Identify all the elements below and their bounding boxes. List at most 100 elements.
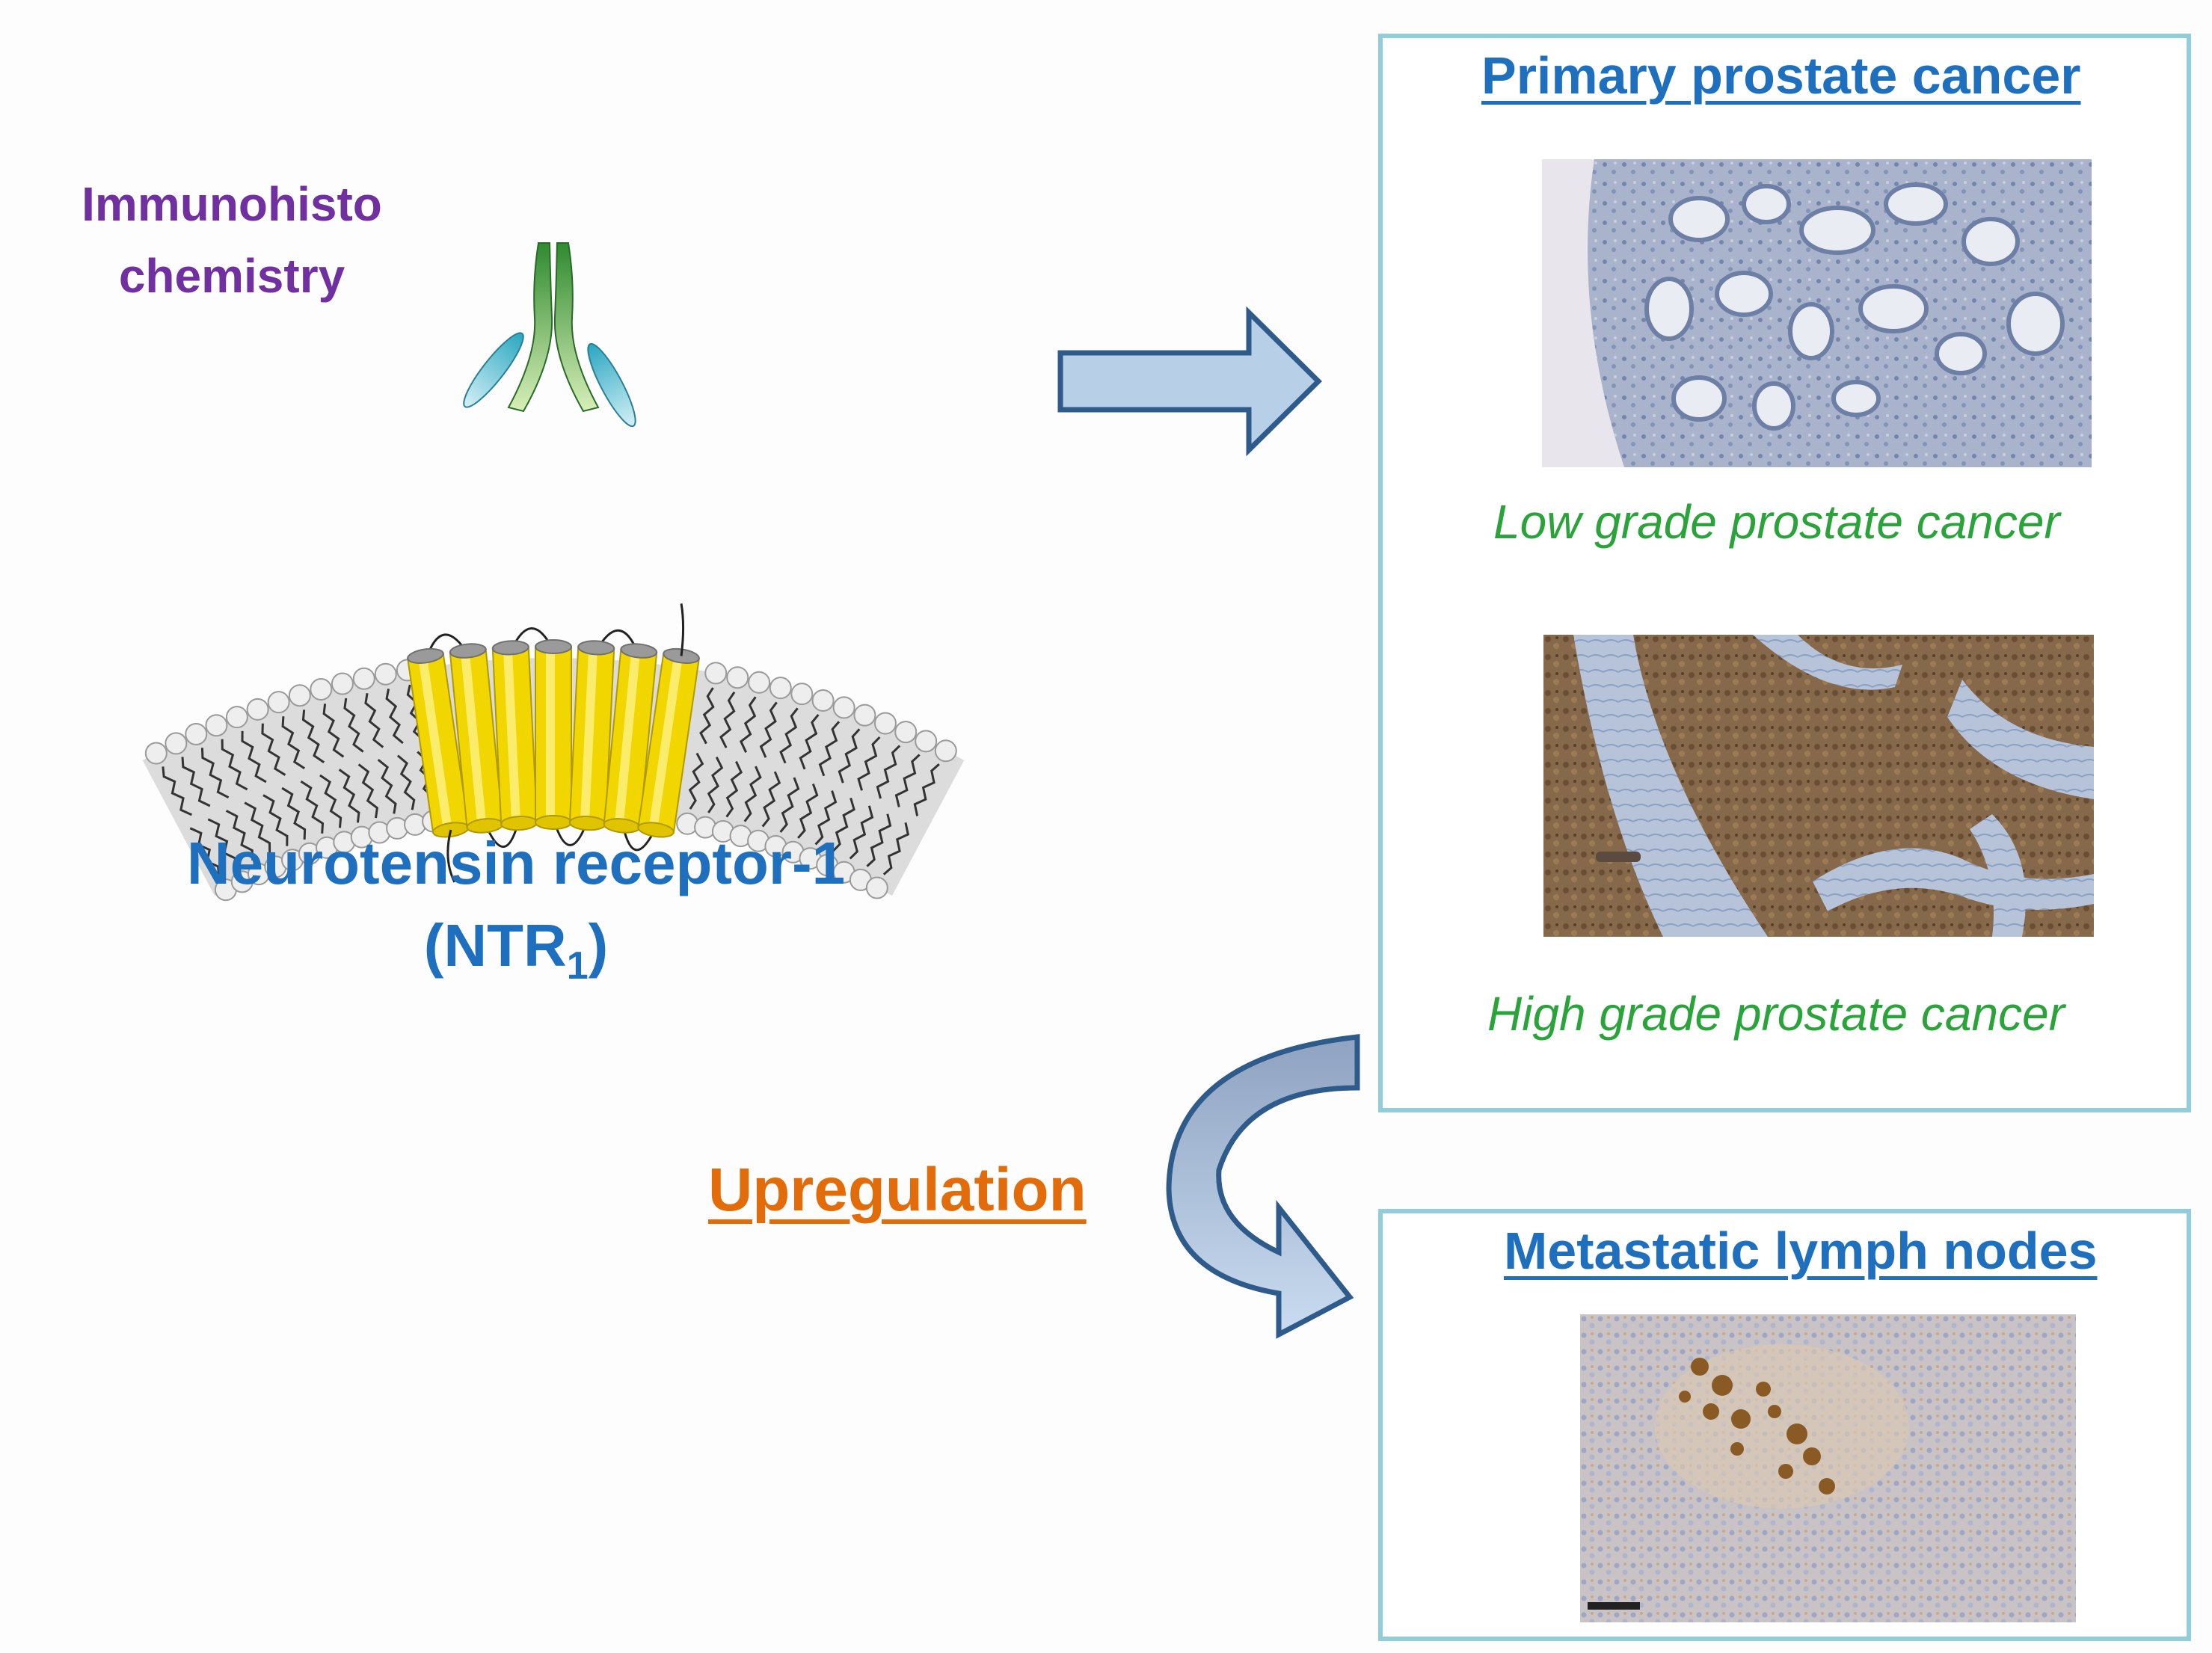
lipid-tail xyxy=(743,766,762,822)
lipid-tail xyxy=(377,759,397,814)
antibody-icon xyxy=(463,242,636,428)
lipid-head xyxy=(853,704,876,727)
low-grade-caption: Low grade prostate cancer xyxy=(1493,495,2060,549)
curved-arrow-icon xyxy=(1166,1034,1360,1339)
lipid-tail xyxy=(322,704,345,758)
lipid-head xyxy=(246,698,269,721)
lipid-tail xyxy=(343,698,364,753)
right-arrow-icon xyxy=(1057,306,1322,457)
lipid-tail xyxy=(225,810,254,861)
lipid-tail xyxy=(189,827,221,877)
lipid-tail xyxy=(913,763,940,816)
lipid-head xyxy=(288,684,311,707)
lipid-tail xyxy=(866,813,892,867)
lipid-tail xyxy=(319,774,342,828)
lipid-tail xyxy=(779,777,800,833)
transmembrane-helix xyxy=(491,640,538,831)
lipid-tail xyxy=(357,763,378,819)
lipid-tail xyxy=(818,721,841,777)
lipid-tail xyxy=(162,766,193,816)
lipid-tail xyxy=(241,730,267,784)
ihc-label-line2: chemistry xyxy=(118,249,345,303)
upregulation-label: Upregulation xyxy=(708,1156,1087,1224)
lipid-tail xyxy=(200,748,230,798)
lipid-tail xyxy=(699,687,715,745)
lipid-tail xyxy=(281,716,306,770)
lipid-tail xyxy=(719,691,736,748)
lipid-tail xyxy=(876,745,901,799)
lipid-tail xyxy=(799,714,820,770)
lipid-tail xyxy=(300,780,325,834)
lipid-head xyxy=(748,671,771,694)
lipid-head xyxy=(185,722,208,745)
receptor-name: Neurotensin receptor-1 xyxy=(186,830,846,896)
lipid-head xyxy=(374,662,397,686)
lipid-head xyxy=(704,662,728,685)
transmembrane-helix xyxy=(449,643,504,834)
lipid-head xyxy=(894,721,918,744)
lipid-tail xyxy=(838,728,861,784)
high-grade-caption: High grade prostate cancer xyxy=(1487,987,2065,1041)
transmembrane-helix xyxy=(637,647,700,838)
lipid-head xyxy=(205,714,228,737)
lipid-head xyxy=(726,666,749,689)
lipid-tail xyxy=(207,818,237,869)
lipid-tail xyxy=(849,805,874,860)
lipid-head xyxy=(144,742,168,765)
lipid-tail xyxy=(406,684,424,741)
lipid-tail xyxy=(364,693,384,748)
lipid-tail xyxy=(779,707,799,764)
metastatic-panel-title: Metastatic lymph nodes xyxy=(1504,1222,2098,1280)
receptor-abbreviation: (NTR1) xyxy=(423,912,609,988)
lipid-tail xyxy=(814,790,838,846)
lipid-tail xyxy=(281,787,307,840)
transmembrane-helix xyxy=(407,647,470,838)
ihc-label-line1: Immunohisto xyxy=(82,177,382,231)
lipid-head xyxy=(811,689,835,712)
receptor-terminus xyxy=(446,829,456,883)
lipid-tail xyxy=(181,757,211,807)
lipid-tail xyxy=(301,709,325,763)
lipid-head xyxy=(352,667,375,690)
lipid-tail xyxy=(262,794,289,846)
lipid-tail xyxy=(244,801,271,853)
high-grade-micrograph xyxy=(1543,635,2094,937)
ihc-label: Immunohisto chemistry xyxy=(45,168,419,312)
lipid-tail xyxy=(688,752,704,810)
lipid-tail xyxy=(857,736,881,791)
lipid-head xyxy=(267,691,290,714)
lipid-tail xyxy=(739,696,757,753)
receptor-name-block: Neurotensin receptor-1 (NTR1) xyxy=(105,822,927,1007)
primary-panel-title: Primary prostate cancer xyxy=(1481,46,2081,105)
transmembrane-helix xyxy=(568,640,615,831)
lipid-tail xyxy=(761,771,781,828)
lipid-head xyxy=(225,706,248,729)
transmembrane-helix xyxy=(535,639,572,830)
lipid-tail xyxy=(707,757,724,813)
lipid-head xyxy=(934,739,957,763)
lymph-node-micrograph xyxy=(1580,1314,2076,1622)
lipid-head xyxy=(310,678,333,701)
lipid-head xyxy=(915,730,938,753)
lipid-tail xyxy=(882,822,910,875)
lipid-tail xyxy=(385,689,404,745)
lipid-head xyxy=(865,876,888,899)
lipid-head xyxy=(832,696,855,719)
lipid-tail xyxy=(221,739,248,791)
lipid-head xyxy=(165,732,188,755)
lipid-tail xyxy=(894,754,921,807)
receptor-terminus xyxy=(680,603,685,656)
lipid-tail xyxy=(261,723,286,776)
lipid-head xyxy=(769,677,792,700)
lipid-tail xyxy=(396,754,416,810)
lipid-tail xyxy=(759,701,778,758)
metastatic-lymph-nodes-panel: Metastatic lymph nodes xyxy=(1378,1209,2191,1641)
transmembrane-helix xyxy=(603,643,658,834)
primary-prostate-cancer-panel: Primary prostate cancer xyxy=(1378,34,2191,1112)
cell-membrane-receptor-illustration xyxy=(142,603,965,902)
lipid-head xyxy=(790,683,814,706)
low-grade-micrograph xyxy=(1542,159,2092,467)
lipid-tail xyxy=(725,760,743,818)
lipid-tail xyxy=(797,784,819,839)
lipid-head xyxy=(873,712,897,735)
